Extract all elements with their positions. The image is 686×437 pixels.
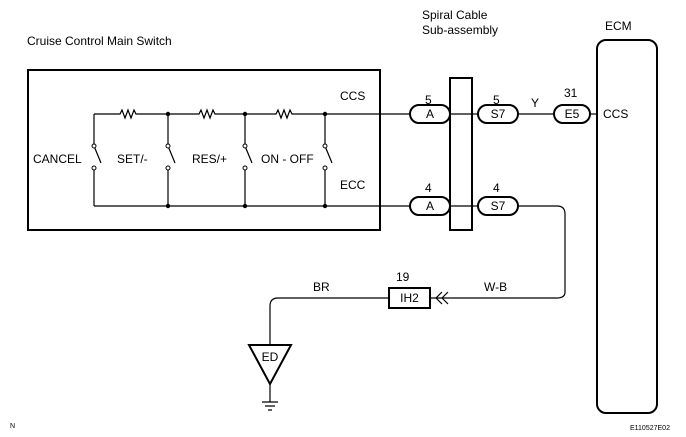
- ground-point-ed: [247, 344, 293, 387]
- spiral-cable-title-line2: Sub-assembly: [422, 23, 498, 37]
- ground-ed-label: ED: [262, 350, 279, 364]
- spiral-cable-title-line1: Spiral Cable: [422, 8, 488, 22]
- set-switch: [167, 114, 176, 206]
- switch-ccs-label: CCS: [340, 89, 365, 103]
- wire-wb-label: W-B: [484, 280, 507, 294]
- connector-a-upper: [409, 104, 451, 124]
- cancel-label: CANCEL: [33, 152, 82, 166]
- connector-s7-upper-name: S7: [491, 107, 506, 121]
- connector-a-lower-name: A: [426, 199, 434, 213]
- connector-a-lower: [409, 196, 451, 216]
- connector-ih2-pin: 19: [396, 270, 410, 284]
- cancel-switch: [93, 114, 102, 206]
- main-switch-box: [27, 69, 381, 231]
- ground-symbol-icon: [262, 384, 278, 411]
- ih2-arrow-marks: [435, 291, 449, 305]
- res-switch: [244, 114, 253, 206]
- connector-s7-lower-pin: 4: [493, 181, 500, 195]
- connector-a-upper-name: A: [426, 107, 434, 121]
- wire-br: [269, 297, 389, 345]
- on-off-switch: [324, 114, 333, 206]
- figure-code: E110527E02: [630, 425, 670, 432]
- wire-br-label: BR: [313, 280, 330, 294]
- ecm-title: ECM: [605, 19, 632, 33]
- connector-e5-name: E5: [565, 107, 580, 121]
- res-label: RES/+: [192, 152, 227, 166]
- resistor-network-wire: [94, 108, 410, 120]
- connector-s7-upper-pin: 5: [493, 93, 500, 107]
- set-label: SET/-: [117, 152, 148, 166]
- main-switch-title: Cruise Control Main Switch: [27, 34, 172, 48]
- wire-wb: [430, 205, 566, 299]
- wire-y-label: Y: [531, 96, 539, 110]
- connector-e5-pin: 31: [564, 86, 578, 100]
- ecm-box: [596, 39, 658, 414]
- connector-s7-lower-name: S7: [491, 199, 506, 213]
- switch-ecc-label: ECC: [340, 178, 366, 192]
- corner-letter: N: [10, 423, 15, 430]
- connector-a-lower-pin: 4: [425, 181, 432, 195]
- junction-dots: [165, 111, 328, 209]
- connector-a-upper-pin: 5: [425, 93, 432, 107]
- connector-ih2-name: IH2: [400, 291, 419, 305]
- on-off-label: ON - OFF: [261, 152, 314, 166]
- ecm-ccs-label: CCS: [603, 107, 628, 121]
- spiral-cable-body: [449, 77, 473, 231]
- switch-contacts: [91, 143, 328, 171]
